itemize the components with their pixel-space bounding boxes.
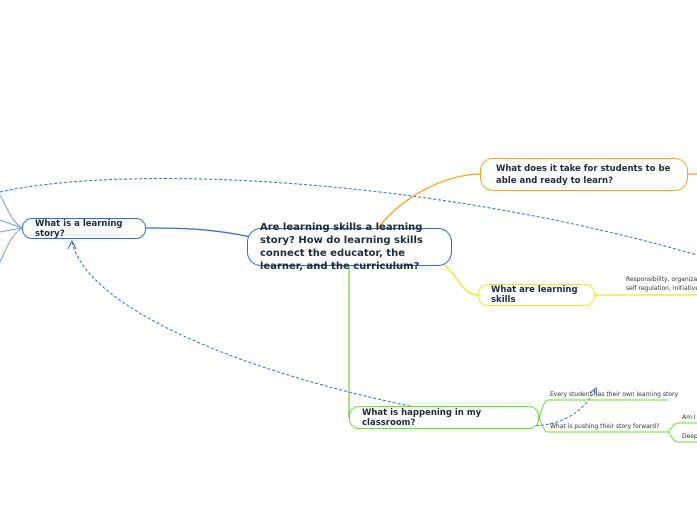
subtopic-skills-list-2[interactable]: self regulation, initiative	[626, 285, 697, 292]
story-left-branch-2	[0, 219, 23, 229]
branch-class-push	[538, 417, 668, 433]
arrowhead-story	[67, 239, 77, 250]
subtopic-skills-list-1[interactable]: Responsibility, organizati	[626, 276, 697, 283]
subtopic-own-learning-story[interactable]: Every student has their own learning sto…	[550, 391, 679, 398]
branch-push-deep	[667, 431, 697, 443]
relationship-line-top	[0, 178, 697, 256]
topic-ready-to-learn-label: What does it take for students to be abl…	[496, 163, 671, 186]
branch-push-am	[667, 422, 697, 433]
topic-learning-story[interactable]: What is a learning story?	[22, 218, 146, 239]
topic-my-classroom[interactable]: What is happening in my classroom?	[349, 406, 539, 429]
story-left-branch-1	[0, 194, 23, 229]
topic-learning-story-label: What is a learning story?	[35, 218, 123, 239]
arrowhead-push	[589, 387, 598, 397]
branch-class-own	[538, 399, 668, 419]
relationship-line-bottom	[71, 241, 596, 427]
central-topic-label: Are learning skills a learning story? Ho…	[260, 222, 423, 272]
branch-skills	[439, 261, 479, 296]
story-left-branch-4	[0, 227, 23, 263]
branch-story	[145, 227, 257, 239]
topic-learning-skills[interactable]: What are learning skills	[478, 284, 595, 306]
subtopic-deep[interactable]: Deep	[682, 433, 697, 440]
branch-ready	[377, 173, 481, 229]
topic-learning-skills-label: What are learning skills	[491, 285, 578, 305]
topic-ready-to-learn[interactable]: What does it take for students to be abl…	[480, 158, 688, 191]
central-topic[interactable]: Are learning skills a learning story? Ho…	[247, 222, 452, 272]
subtopic-am-i[interactable]: Am I	[682, 414, 696, 421]
story-left-branch-3	[0, 227, 23, 233]
subtopic-pushing-story-forward[interactable]: What is pushing their story forward?	[550, 423, 660, 430]
topic-my-classroom-label: What is happening in my classroom?	[362, 407, 482, 428]
